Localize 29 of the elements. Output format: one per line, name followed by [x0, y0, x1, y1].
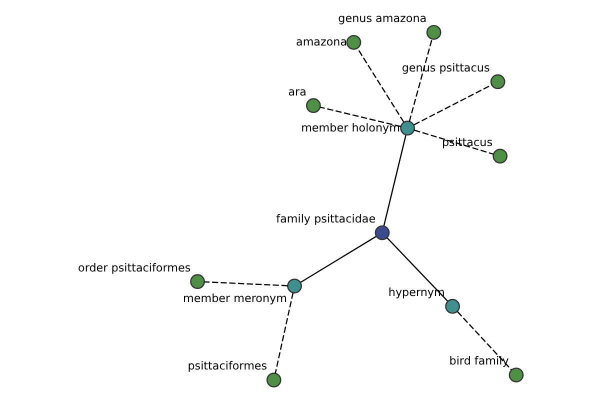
node-label: family psittacidae — [276, 212, 376, 226]
connector — [456, 311, 512, 370]
connector — [300, 236, 376, 283]
node-circle — [374, 225, 390, 240]
connector — [204, 281, 288, 286]
connector — [320, 106, 400, 128]
node-circle — [286, 278, 302, 294]
node-circle — [444, 298, 460, 314]
node-circle — [346, 34, 361, 50]
node-circle — [266, 372, 281, 388]
node-label: bird family — [448, 354, 508, 368]
node-label: psittaciformes — [187, 360, 267, 373]
connector — [274, 292, 294, 374]
node-circle — [492, 148, 508, 164]
node-circle — [400, 120, 414, 136]
node-label: member holonym — [300, 121, 400, 134]
node-circle — [508, 368, 524, 382]
node-label: ara — [288, 85, 306, 98]
node-circle — [306, 98, 320, 114]
node-label: genus amazona — [338, 12, 426, 26]
node-circle — [426, 24, 441, 40]
node-circle — [490, 74, 505, 90]
node-label: member meronym — [182, 292, 287, 305]
node-label: order psittaciformes — [78, 261, 190, 274]
connector — [382, 135, 406, 226]
connector — [413, 84, 492, 126]
node-label: amazona — [296, 36, 347, 49]
connector — [356, 48, 404, 122]
node-circle — [190, 274, 204, 289]
